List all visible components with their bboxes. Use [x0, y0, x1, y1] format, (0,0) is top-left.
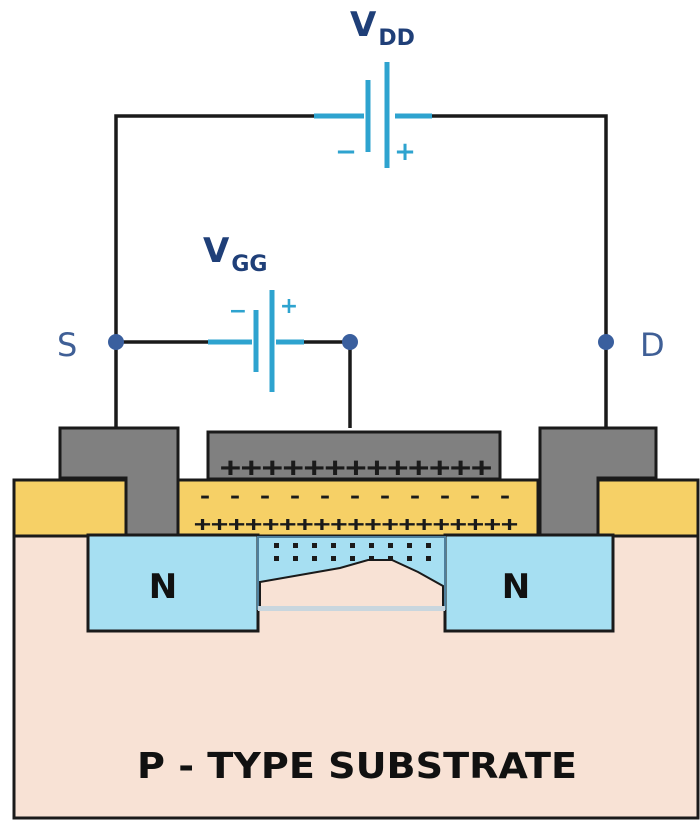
n-region-right: [443, 533, 615, 633]
vgg-battery: [208, 290, 304, 392]
vdd-drain-wire: [428, 114, 608, 428]
vgg-label: VGG: [203, 231, 267, 277]
vdd-battery: [314, 62, 432, 168]
source-terminal-dot: [108, 334, 124, 350]
n-region-right-label: N: [502, 567, 530, 607]
oxide-layer-left: [12, 478, 128, 538]
source-label: S: [57, 326, 77, 364]
vdd-plus-sign: +: [394, 137, 416, 167]
vdd-label-main: V: [350, 5, 377, 45]
oxide-positive-charges: +++++++++++++++++++: [194, 512, 518, 536]
vgg-label-sub: GG: [231, 252, 267, 277]
vgg-plus-sign: +: [280, 294, 298, 319]
drain-label: D: [640, 326, 665, 364]
gate-metal: [206, 430, 502, 481]
channel-electrons: [274, 543, 431, 561]
channel-bottom: [258, 606, 445, 611]
vgg-minus-sign: −: [229, 299, 247, 324]
oxide-layer-right: [596, 478, 700, 538]
n-region-left-label: N: [149, 567, 177, 607]
oxide-negative-charges: - - - - - - - - - - -: [198, 484, 513, 508]
substrate-label: P - TYPE SUBSTRATE: [137, 746, 577, 787]
vdd-minus-sign: −: [335, 137, 357, 167]
vgg-label-main: V: [203, 231, 230, 271]
vdd-loop-wire: [114, 114, 318, 428]
gate-terminal-dot: [342, 334, 358, 350]
vdd-label: VDD: [350, 5, 415, 51]
source-contact: [58, 426, 180, 537]
gate-charges: +++++++++++++: [220, 452, 492, 483]
vdd-label-sub: DD: [378, 26, 415, 51]
vgg-gate-wire: [300, 340, 352, 428]
gate-oxide: [174, 478, 540, 538]
drain-terminal-dot: [598, 334, 614, 350]
drain-contact: [538, 426, 658, 537]
